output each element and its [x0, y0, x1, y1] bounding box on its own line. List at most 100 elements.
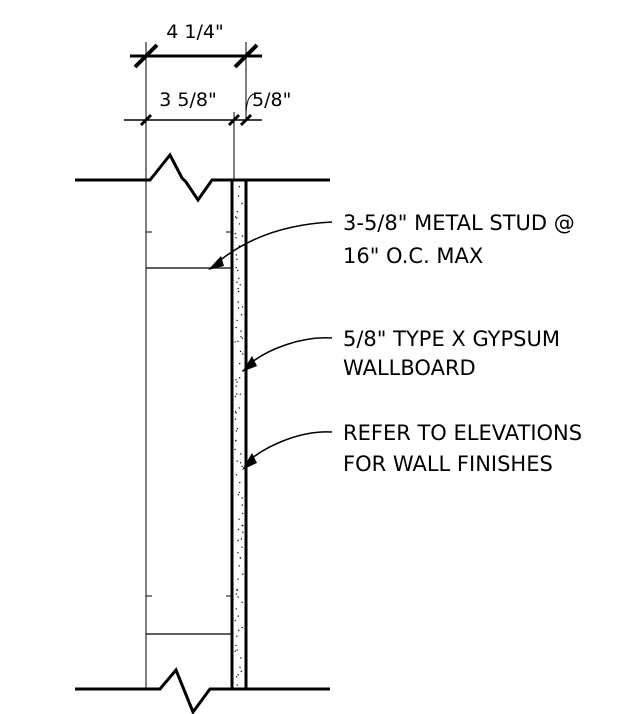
gypsum-stipple-dot [241, 504, 243, 506]
gypsum-stipple-dot [241, 465, 243, 468]
leaders [208, 221, 333, 470]
stud-tick-left [139, 113, 153, 127]
gypsum-stipple-dot [236, 381, 238, 383]
leader-finishes [251, 431, 333, 459]
gypsum-stipple-dot [237, 307, 240, 309]
stud-dimension-text: 3 5/8" [159, 89, 216, 111]
gypsum-stipple-dot [238, 491, 240, 494]
top-slab-line [75, 152, 330, 203]
gypsum-board [230, 178, 248, 691]
gypsum-stipple-dot [239, 666, 241, 668]
gypsum-stipple-dot [241, 626, 243, 629]
note-metal-stud-line2: 16" O.C. MAX [343, 244, 483, 268]
gypsum-stipple-dot [235, 608, 237, 610]
gypsum-stipple-dot [237, 596, 239, 598]
overall-dimension-text: 4 1/4" [166, 21, 223, 43]
gypsum-stipple-dot [242, 525, 244, 527]
gypsum-stipple-dot [235, 237, 237, 239]
gypsum-stipple-dot [236, 393, 238, 395]
note-gypsum-line2: WALLBOARD [343, 356, 476, 380]
gypsum-stipple-dot [237, 539, 239, 542]
gypsum-stipple-dot [237, 494, 240, 496]
gypsum-stipple-dot [239, 393, 241, 395]
gypsum-stipple-dot [235, 644, 237, 647]
gypsum-stipple-dot [237, 674, 239, 676]
gypsum-stipple-dot [237, 528, 240, 531]
gypsum-stipple-dot [240, 538, 242, 540]
gypsum-stipple-dot [241, 202, 243, 205]
gypsum-stipple-dot [236, 635, 238, 637]
gypsum-stipple-dot [241, 314, 243, 316]
gypsum-dimension-text: 5/8" [252, 89, 291, 111]
gypsum-stipple-dot [238, 518, 240, 520]
gypsum-stipple-dot [237, 287, 239, 290]
gypsum-stipple-dot [241, 546, 243, 548]
gypsum-stipple-dot [235, 379, 237, 381]
gypsum-stipple-dot [235, 385, 237, 387]
stud-tick-mid [227, 113, 241, 127]
note-finishes: REFER TO ELEVATIONS FOR WALL FINISHES [343, 421, 582, 476]
gypsum-stipple-dot [236, 649, 238, 651]
gypsum-stipple-dot [234, 418, 237, 420]
gypsum-tick-right [239, 113, 253, 127]
overall-tick-right [233, 43, 259, 69]
gypsum-stipple-dot [238, 186, 241, 188]
gypsum-stipple-dot [241, 337, 244, 339]
gypsum-stipple-dot [237, 269, 239, 272]
leader-metal-stud-arrow [208, 256, 224, 270]
gypsum-stipple-dot [236, 281, 238, 283]
gypsum-stipple-dot [235, 474, 238, 476]
gypsum-stipple-dot [235, 254, 238, 256]
gypsum-stipple-dot [239, 481, 241, 484]
gypsum-stipple-dot [234, 619, 236, 622]
gypsum-stipple-dot [239, 362, 241, 365]
gypsum-stipple-dot [237, 290, 240, 293]
gypsum-stipple-dot [236, 460, 238, 462]
gypsum-stipple-dot [240, 657, 242, 659]
gypsum-stipple-dot [241, 497, 243, 499]
gypsum-stipple-dot [237, 629, 240, 631]
gypsum-board-outline [230, 178, 248, 691]
gypsum-stipple-dot [235, 412, 237, 414]
gypsum-stipple-dot [234, 448, 236, 451]
note-gypsum: 5/8" TYPE X GYPSUM WALLBOARD [343, 327, 560, 380]
gypsum-stipple-dot [238, 277, 240, 280]
gypsum-stipple-dot [238, 223, 241, 225]
leader-gypsum-arrow [242, 356, 257, 372]
overall-tick-left [133, 43, 159, 69]
gypsum-stipple-dot [241, 306, 244, 308]
gypsum-stipple-dot [241, 601, 243, 604]
note-gypsum-line1: 5/8" TYPE X GYPSUM [343, 327, 560, 351]
gypsum-stipple-dot [237, 615, 239, 617]
leader-gypsum [251, 337, 333, 363]
gypsum-stipple-dot [237, 552, 239, 554]
gypsum-stipple-dot [234, 232, 237, 235]
gypsum-stipple-dot [236, 258, 238, 260]
gypsum-stipple-dot [237, 195, 240, 197]
gypsum-stipple-dot [234, 216, 237, 218]
gypsum-stipple-dot [234, 411, 237, 413]
gypsum-stipple-dot [242, 512, 244, 514]
gypsum-stipple-dot [240, 336, 242, 338]
gypsum-stipple-dot [236, 684, 238, 686]
gypsum-stipple-dot [242, 531, 244, 533]
leader-metal-stud [217, 221, 333, 263]
gypsum-stipple-dot [239, 557, 242, 559]
gypsum-stipple-dot [240, 453, 242, 455]
leader-finishes-arrow [242, 453, 257, 470]
gypsum-stipple-dot [235, 326, 237, 329]
note-finishes-line1: REFER TO ELEVATIONS [343, 421, 582, 445]
gypsum-stipple-dot [236, 589, 239, 592]
gypsum-stipple-dot [234, 650, 236, 652]
gypsum-stipple-dot [239, 350, 242, 353]
gypsum-stipple-dot [236, 217, 238, 219]
gypsum-stipple-dot [240, 462, 242, 464]
gypsum-stipple-dot [242, 573, 244, 575]
note-metal-stud: 3-5/8" METAL STUD @ 16" O.C. MAX [343, 211, 575, 268]
gypsum-stipple-dot [236, 211, 238, 213]
overall-dimension: 4 1/4" [130, 21, 262, 120]
note-metal-stud-line1: 3-5/8" METAL STUD @ [343, 211, 575, 235]
note-finishes-line2: FOR WALL FINISHES [343, 452, 553, 476]
gypsum-stipple-dot [235, 430, 237, 432]
